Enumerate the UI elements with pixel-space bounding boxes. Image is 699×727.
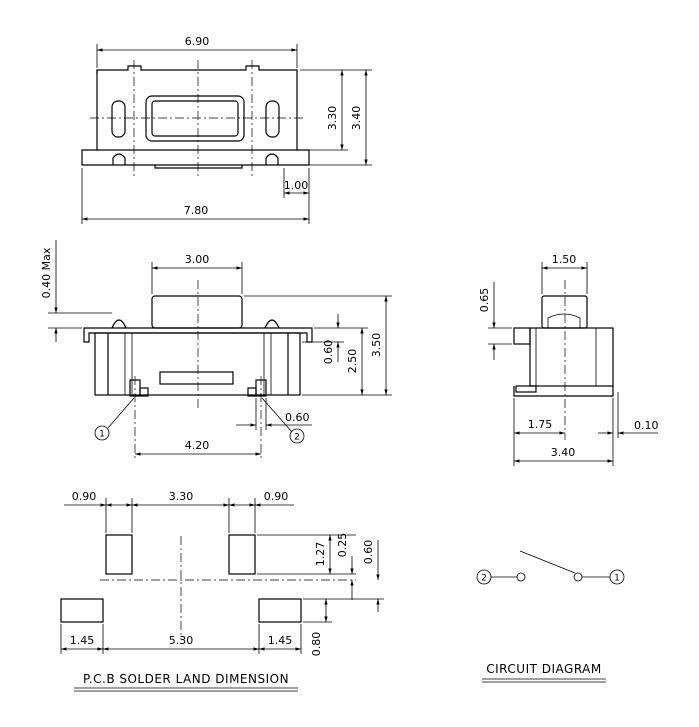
dim-top-height-340: 3.40	[350, 106, 363, 131]
front-view: 3.00 0.40 Max 0.60 2.50 3.50 0.60 4.20 1	[40, 240, 392, 458]
dim-side-h-065: 0.65	[478, 288, 491, 313]
dim-pcb-pad-w2-left: 1.45	[70, 634, 95, 647]
dim-pcb-h-127: 1.27	[314, 542, 327, 567]
circuit-pin1-label: 1	[614, 574, 620, 584]
top-view-slot-right	[265, 100, 280, 138]
pcb-land-view: 0.90 3.30 0.90 1.27 0.25 0.60 0.80 1.45 …	[60, 490, 384, 692]
dim-front-term-060: 0.60	[285, 411, 310, 424]
top-view: 6.90 3.30 3.40 1.00 7.80	[81, 35, 372, 224]
dim-pcb-h-060: 0.60	[362, 540, 375, 565]
dim-side-w-010: 0.10	[634, 419, 659, 432]
front-view-body	[94, 332, 301, 396]
dim-pcb-pad-w-left: 0.90	[72, 490, 97, 503]
front-view-actuator	[151, 295, 243, 329]
dim-pcb-h-025: 0.25	[336, 533, 349, 558]
side-view-tab	[513, 327, 531, 345]
side-view: 1.50 0.65 1.75 0.10 3.40	[478, 253, 659, 466]
circuit-pin1-circle	[609, 569, 625, 585]
front-pin1-label: 1	[99, 430, 105, 440]
circuit-diagram: 2 1 CIRCUIT DIAGRAM	[476, 550, 625, 683]
side-view-body	[529, 327, 614, 387]
dim-side-w-340: 3.40	[551, 446, 576, 459]
dim-front-h-060: 0.60	[322, 340, 335, 365]
pcb-pad-top-right	[228, 534, 256, 575]
pcb-land-title: P.C.B SOLDER LAND DIMENSION	[83, 672, 289, 686]
dim-top-width-780: 7.80	[184, 204, 209, 217]
dim-side-w-150: 1.50	[552, 253, 577, 266]
dim-top-width-690: 6.90	[185, 35, 210, 48]
dim-front-actuator-300: 3.00	[185, 253, 210, 266]
circuit-pin2-label: 2	[481, 574, 487, 584]
dim-pcb-pad-gap: 3.30	[169, 490, 194, 503]
dim-pcb-h-080: 0.80	[310, 632, 323, 657]
dim-side-w-175: 1.75	[528, 418, 553, 431]
top-view-window-outer	[145, 95, 245, 142]
dim-top-height-330: 3.30	[326, 106, 339, 131]
pcb-pad-bottom-right	[258, 598, 302, 623]
pcb-pad-top-left	[105, 534, 133, 575]
dim-front-h-250: 2.50	[346, 349, 359, 374]
top-view-body	[81, 65, 310, 166]
dim-pcb-pad-w-right: 0.90	[264, 490, 289, 503]
circuit-contact-right	[573, 572, 583, 582]
top-view-slot-left	[111, 100, 126, 138]
front-pin1-circle	[94, 425, 110, 441]
front-view-bottom-slot	[159, 371, 234, 385]
top-view-window-inner	[151, 100, 239, 137]
front-pin2-circle	[289, 428, 305, 444]
circuit-switch-arm	[519, 550, 576, 574]
circuit-title: CIRCUIT DIAGRAM	[486, 662, 602, 676]
dim-top-terminal-100: 1.00	[284, 179, 309, 192]
dim-front-h-350: 3.50	[370, 333, 383, 358]
pcb-pad-bottom-left	[60, 598, 104, 623]
dim-front-pitch-420: 4.20	[185, 439, 210, 452]
dim-front-max-040: 0.40 Max	[40, 247, 53, 298]
dim-pcb-gap-530: 5.30	[169, 634, 194, 647]
front-pin2-label: 2	[294, 433, 300, 443]
dim-pcb-pad-w2-right: 1.45	[268, 634, 293, 647]
circuit-contact-left	[516, 572, 526, 582]
